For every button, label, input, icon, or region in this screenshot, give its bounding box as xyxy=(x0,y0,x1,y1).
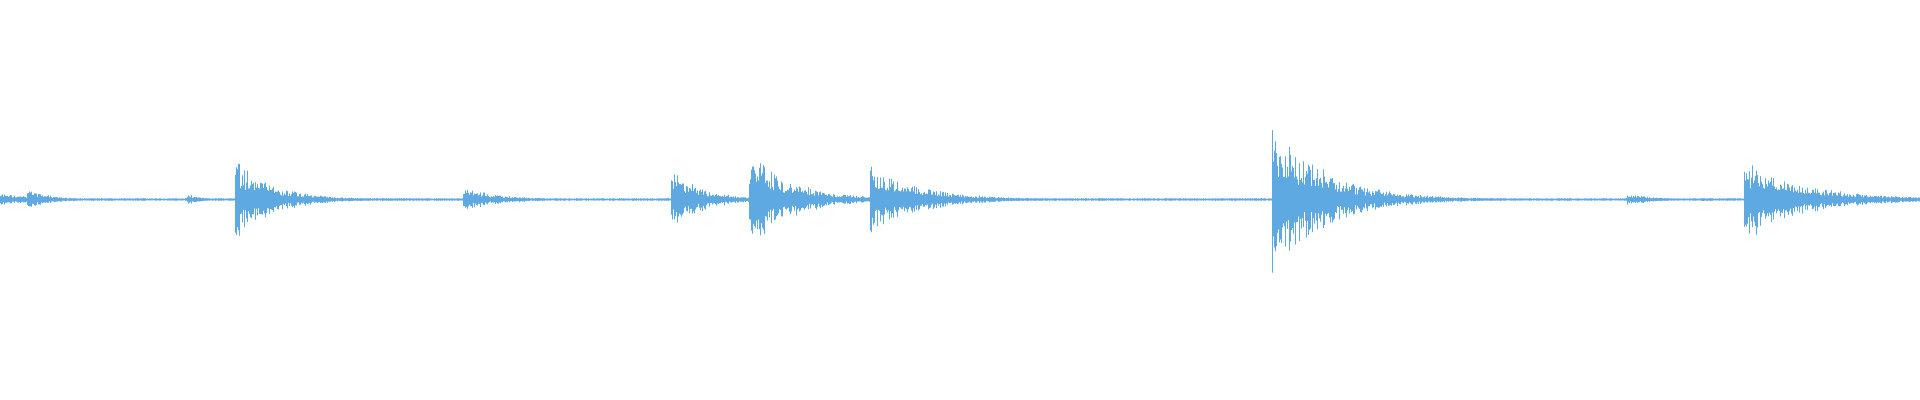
waveform-signal xyxy=(0,130,1920,273)
